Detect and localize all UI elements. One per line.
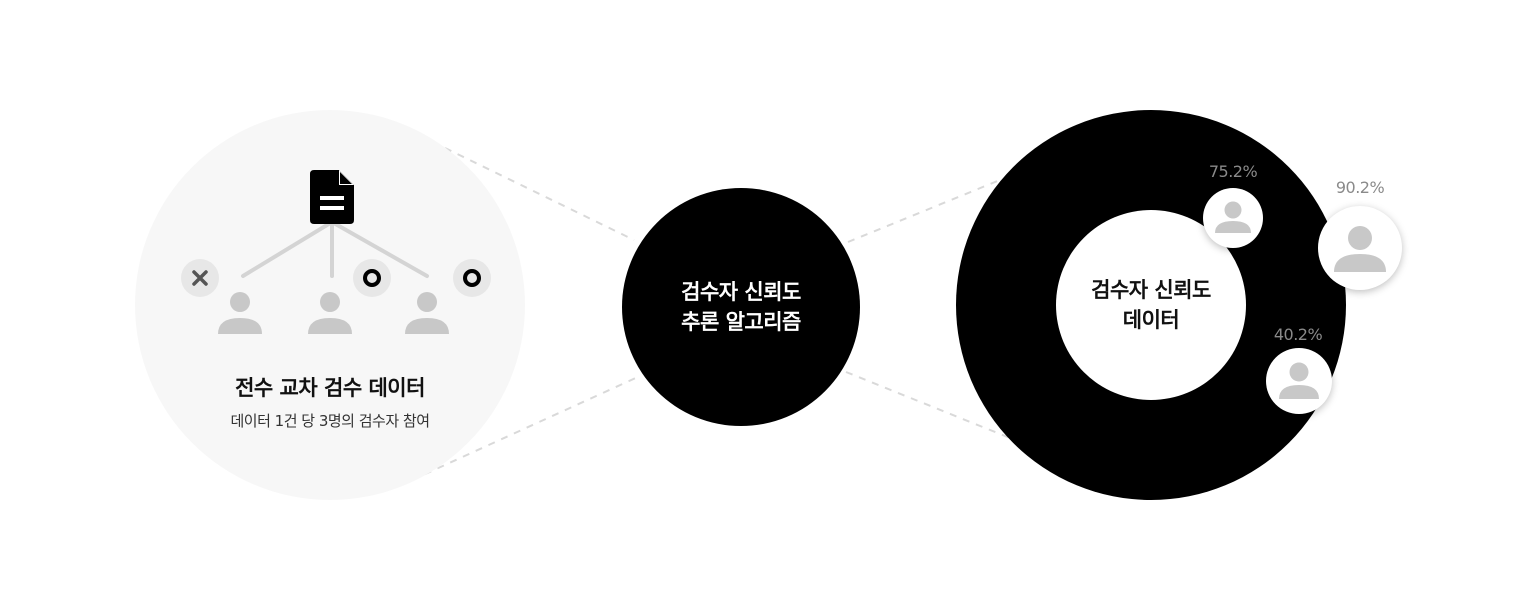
person-icon [307,290,353,336]
algorithm-node: 검수자 신뢰도 추론 알고리즘 [622,188,860,426]
reviewer-avatar [1203,188,1263,248]
reviewer-percent: 40.2% [1273,325,1323,344]
document-icon [310,170,354,224]
algorithm-label-line1: 검수자 신뢰도 [681,280,801,304]
panel-title: 전수 교차 검수 데이터 [235,376,425,400]
reliability-data-ring: 검수자 신뢰도 데이터 [956,110,1346,500]
panel-subtitle: 데이터 1건 당 3명의 검수자 참여 [230,412,430,430]
algorithm-label: 검수자 신뢰도 추론 알고리즘 [622,277,860,337]
o-mark-icon [353,259,391,297]
reviewer-percent: 90.2% [1335,178,1385,197]
connector-right-bottom [845,371,1011,439]
person-icon [1334,226,1386,272]
reviewer-avatar [1318,206,1402,290]
reliability-data-center: 검수자 신뢰도 데이터 [1056,210,1246,400]
reliability-label: 검수자 신뢰도 데이터 [1056,275,1246,335]
cross-review-panel: 전수 교차 검수 데이터 데이터 1건 당 3명의 검수자 참여 [135,110,525,500]
review-tree-lines [241,220,429,278]
o-mark-icon [453,259,491,297]
reliability-label-line2: 데이터 [1122,308,1180,332]
x-mark-icon [181,259,219,297]
person-icon [1215,201,1251,233]
reviewer-avatar [1266,348,1332,414]
algorithm-label-line2: 추론 알고리즘 [681,310,801,334]
reliability-label-line1: 검수자 신뢰도 [1091,278,1211,302]
person-icon [1279,362,1319,399]
reviewer-percent: 75.2% [1208,162,1258,181]
person-icon [404,290,450,336]
person-icon [217,290,263,336]
